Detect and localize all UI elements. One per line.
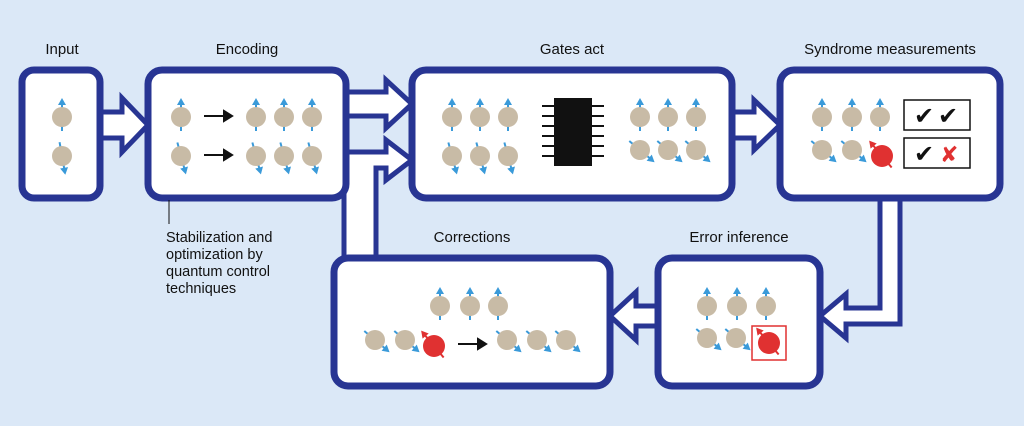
qubit-icon: [686, 98, 706, 131]
qubit-icon: [630, 98, 650, 131]
qubit-icon: [697, 287, 717, 320]
qubit-icon: [470, 142, 490, 175]
arrow-corrections-to-gates: [341, 134, 417, 265]
qubit-icon: [470, 98, 490, 131]
encoding-box: [144, 66, 350, 202]
qubit-icon: [495, 330, 522, 353]
qubit-icon: [430, 287, 450, 320]
qubit-icon: [52, 98, 72, 131]
qubit-icon: [393, 330, 420, 353]
qubit-layer: [52, 98, 893, 359]
error-qubit-icon: [869, 140, 893, 169]
arrow-right-icon: [458, 337, 488, 351]
corrections-box: [330, 254, 614, 390]
qubit-icon: [498, 142, 518, 175]
label-corrections: Corrections: [434, 229, 511, 246]
arrow-gates-to-syndrome: [725, 94, 784, 156]
qubit-icon: [525, 330, 552, 353]
error-highlight-box: [751, 325, 787, 361]
qubit-icon: [842, 98, 862, 131]
flow-arrows: [93, 74, 903, 346]
qubit-icon: [724, 328, 751, 351]
arrow-syndrome-to-error: [816, 193, 903, 344]
qubit-icon: [658, 98, 678, 131]
label-syndrome: Syndrome measurements: [804, 41, 976, 58]
qubit-icon: [870, 98, 890, 131]
label-input: Input: [45, 41, 79, 58]
syndrome-box: [776, 66, 1004, 202]
qubit-icon: [554, 330, 581, 353]
qubit-icon: [684, 140, 711, 163]
label-error-inference: Error inference: [689, 229, 788, 246]
qubit-icon: [442, 98, 462, 131]
qubit-icon: [695, 328, 722, 351]
check-icon: ✔: [938, 102, 958, 130]
qubit-icon: [442, 142, 462, 175]
qubit-icon: [756, 287, 776, 320]
arrow-error-to-corrections: [606, 286, 663, 346]
arrow-encoding-to-gates: [337, 74, 416, 134]
qubit-icon: [246, 142, 266, 175]
qubit-icon: [246, 98, 266, 131]
check-icon: ✔: [914, 102, 934, 130]
annotation-line3: quantum control: [166, 264, 270, 280]
qubit-icon: [52, 142, 72, 175]
qubit-icon: [840, 140, 867, 163]
qubit-icon: [812, 98, 832, 131]
qubit-icon: [171, 98, 191, 131]
chip-icon: [542, 98, 604, 166]
qubit-icon: [363, 330, 390, 353]
label-encoding: Encoding: [216, 41, 279, 58]
qubit-icon: [274, 98, 294, 131]
arrow-right-icon: [204, 109, 234, 123]
qubit-icon: [302, 142, 322, 175]
error-qubit-icon: [756, 327, 780, 356]
qubit-icon: [302, 98, 322, 131]
qubit-icon: [628, 140, 655, 163]
input-box: [18, 66, 104, 202]
annotation-line1: Stabilization and: [166, 230, 272, 246]
syndrome-result-2: ✔ ✘: [903, 137, 971, 169]
syndrome-result-1: ✔ ✔: [903, 99, 971, 131]
label-gates: Gates act: [540, 41, 605, 58]
qubit-icon: [656, 140, 683, 163]
qubit-icon: [460, 287, 480, 320]
annotation-line4: techniques: [166, 281, 236, 297]
annotation-line2: optimization by: [166, 247, 263, 263]
cross-icon: ✘: [940, 143, 958, 168]
qubit-icon: [810, 140, 837, 163]
error-inference-box: [654, 254, 824, 390]
arrow-right-icon: [204, 148, 234, 162]
qubit-icon: [488, 287, 508, 320]
qubit-icon: [727, 287, 747, 320]
qubit-icon: [274, 142, 294, 175]
arrow-input-to-encoding: [93, 91, 152, 159]
check-icon: ✔: [914, 140, 934, 168]
error-qubit-icon: [421, 330, 445, 359]
qubit-icon: [498, 98, 518, 131]
qubit-icon: [171, 142, 191, 175]
